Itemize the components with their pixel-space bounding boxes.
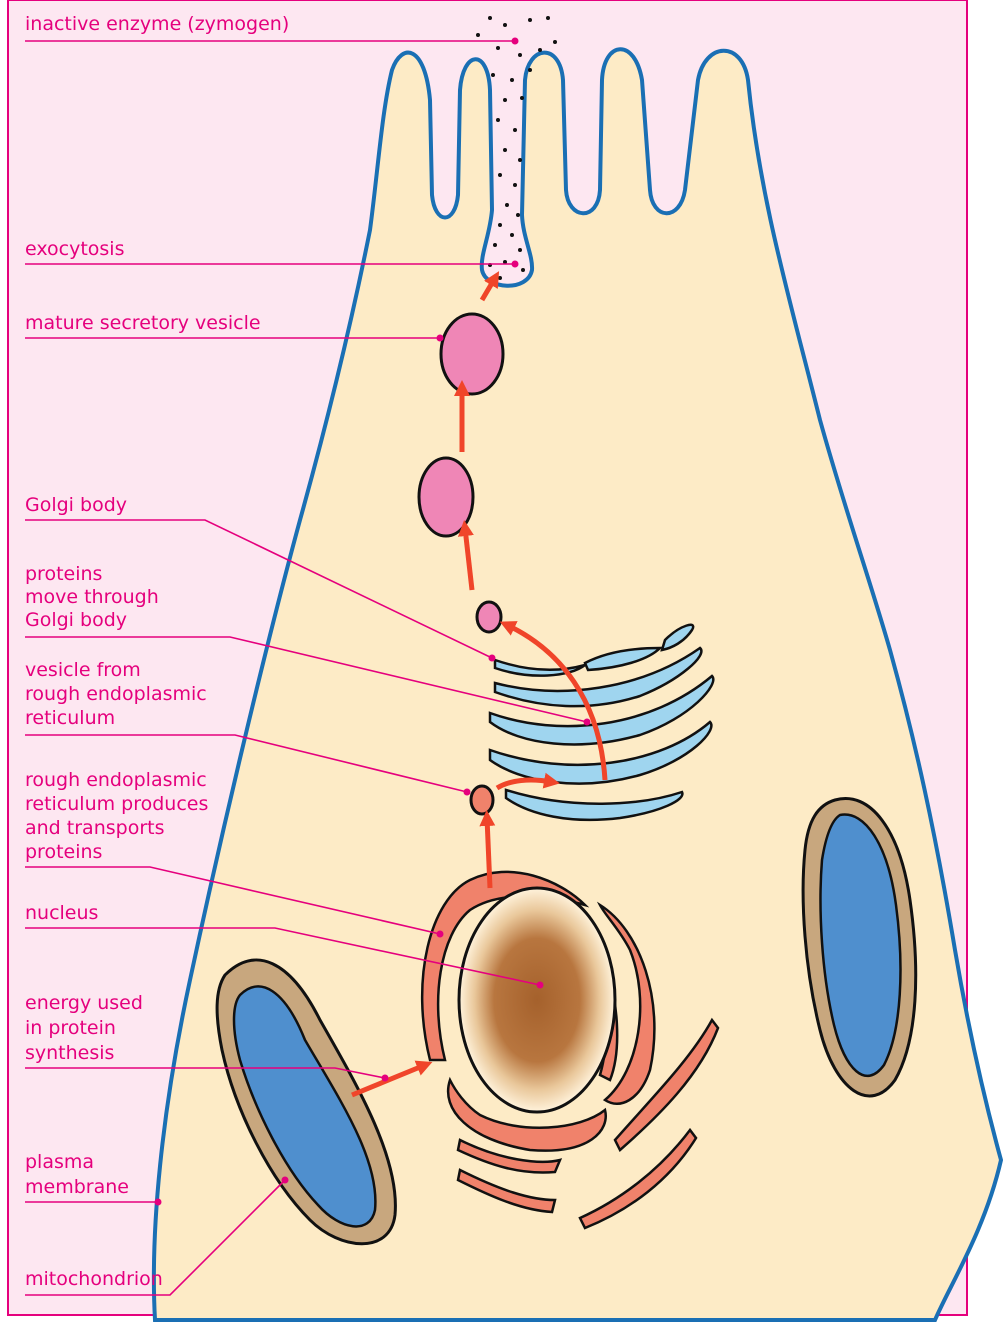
mature-secretory-vesicle xyxy=(441,314,503,394)
label-proteins-move-1: proteins xyxy=(25,563,102,585)
label-energy-1: energy used xyxy=(25,992,143,1014)
er-vesicle xyxy=(471,786,493,814)
golgi-vesicle xyxy=(477,602,501,632)
label-rer-4: proteins xyxy=(25,841,102,863)
label-proteins-move-2: move through xyxy=(25,586,159,608)
label-golgi-body: Golgi body xyxy=(25,494,127,516)
label-energy-2: in protein xyxy=(25,1017,116,1039)
nucleus xyxy=(459,888,615,1112)
label-vesicle-rer-1: vesicle from xyxy=(25,659,141,681)
label-mature-vesicle: mature secretory vesicle xyxy=(25,312,261,334)
label-nucleus: nucleus xyxy=(25,902,98,924)
label-mitochondrion: mitochondrion xyxy=(25,1268,163,1290)
label-rer-3: and transports xyxy=(25,817,164,839)
label-zymogen: inactive enzyme (zymogen) xyxy=(25,13,289,35)
label-plasma-1: plasma xyxy=(25,1151,94,1173)
label-proteins-move-3: Golgi body xyxy=(25,609,127,631)
label-rer-2: reticulum produces xyxy=(25,793,208,815)
arrow-from-er xyxy=(487,818,490,888)
label-energy-3: synthesis xyxy=(25,1042,114,1064)
label-exocytosis: exocytosis xyxy=(25,238,124,260)
label-rer-1: rough endoplasmic xyxy=(25,769,207,791)
label-vesicle-rer-3: reticulum xyxy=(25,707,115,729)
label-plasma-2: membrane xyxy=(25,1176,129,1198)
label-vesicle-rer-2: rough endoplasmic xyxy=(25,683,207,705)
secretory-vesicle xyxy=(419,458,473,536)
